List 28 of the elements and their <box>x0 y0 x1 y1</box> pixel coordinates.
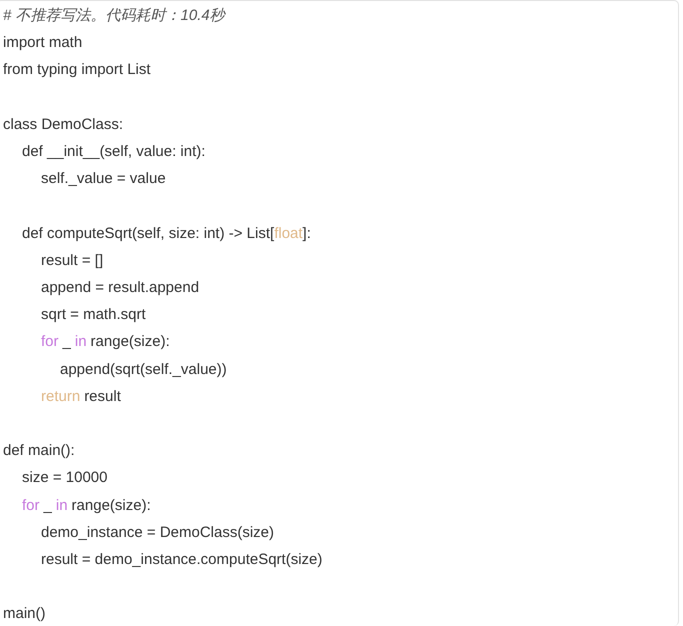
code-keyword: in <box>74 333 87 352</box>
code-text: main() <box>3 605 46 624</box>
type-keyword: float <box>274 224 303 243</box>
code-text: def computeSqrt(self, size: int) -> List[ <box>22 224 274 243</box>
code-text: def main(): <box>3 442 75 460</box>
code-text: _ <box>44 496 52 515</box>
code-text: self._value = value <box>41 170 166 188</box>
code-text: range(size): <box>90 333 170 352</box>
code-text: result <box>84 388 121 406</box>
code-keyword: in <box>56 496 68 515</box>
code-text: result = [] <box>41 252 104 270</box>
code-keyword: return <box>41 388 80 406</box>
code-text: demo_instance = DemoClass(size) <box>41 524 274 542</box>
code-text: range(size): <box>72 496 151 515</box>
code-text: result = demo_instance.computeSqrt(size) <box>41 551 322 569</box>
code-text: sqrt = math.sqrt <box>41 306 146 324</box>
code-text: def __init__(self, value: int): <box>22 143 206 161</box>
code-text: class DemoClass: <box>3 116 124 134</box>
code-keyword: for <box>22 496 40 515</box>
code-text: ]: <box>302 224 311 243</box>
code-text: from typing import List <box>3 61 151 80</box>
code-text: append(sqrt(self._value)) <box>60 360 227 379</box>
code-keyword: for <box>41 333 59 352</box>
code-text: import math <box>3 34 82 52</box>
code-text: _ <box>62 333 71 352</box>
code-comment: # 不推荐写法。代码耗时：10.4秒 <box>3 7 225 25</box>
code-text: size = 10000 <box>22 469 108 488</box>
code-text: append = result.append <box>41 279 200 297</box>
